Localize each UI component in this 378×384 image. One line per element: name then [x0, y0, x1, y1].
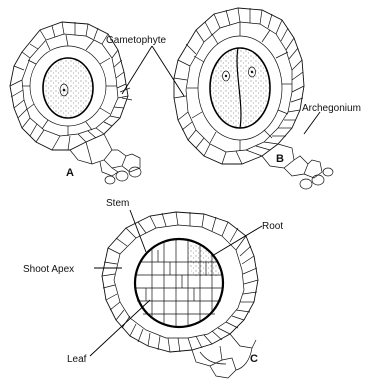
- label-gametophyte: Gametophyte: [106, 35, 166, 46]
- label-archegonium: Archegonium: [302, 103, 361, 114]
- label-root: Root: [262, 221, 283, 232]
- panel-b-drawing: [174, 8, 333, 189]
- label-leaf: Leaf: [67, 354, 87, 365]
- label-shoot-apex: Shoot Apex: [23, 264, 74, 275]
- panel-a-drawing: [10, 22, 141, 184]
- panel-label-b: B: [276, 153, 284, 165]
- panel-c-drawing: [102, 212, 258, 378]
- label-stem: Stem: [106, 198, 129, 209]
- panel-label-a: A: [66, 167, 74, 179]
- panel-label-c: C: [250, 353, 258, 365]
